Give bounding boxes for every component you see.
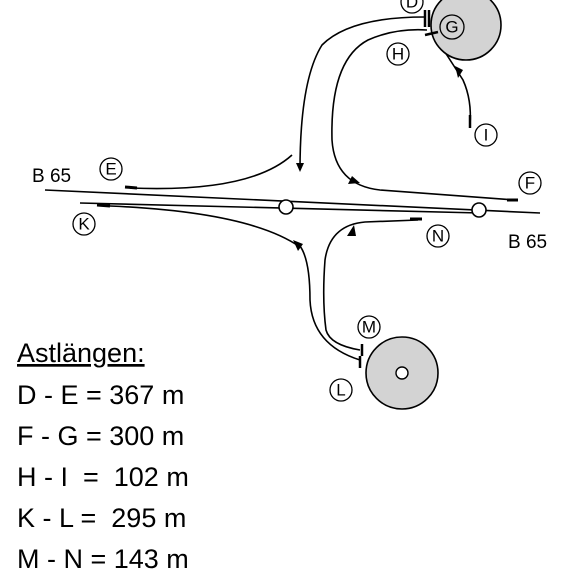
ramp-merge-upper-left [129, 154, 293, 190]
road-label-right: B 65 [508, 232, 547, 253]
legend-title: Astlängen: [17, 338, 145, 368]
ramp-merge-lower-left [109, 205, 301, 248]
svg-text:E: E [105, 160, 116, 179]
svg-text:I: I [484, 126, 489, 145]
point-e: E [99, 157, 123, 181]
legend-row-h-i: H - I = 102 m [17, 462, 189, 492]
point-h: H [386, 42, 410, 66]
parking-top [430, 0, 502, 61]
parking-bottom-center [395, 366, 409, 380]
point-k: K [72, 212, 96, 236]
legend-row-f-g: F - G = 300 m [17, 421, 184, 451]
svg-text:G: G [445, 18, 458, 37]
stop-bar-k [96, 203, 111, 208]
point-n: N [426, 224, 450, 248]
stop-bar-e [124, 185, 138, 190]
stop-bar-h [424, 30, 439, 37]
svg-text:L: L [336, 381, 345, 400]
roundabout-left [278, 199, 294, 215]
main-road-upper [44, 189, 541, 214]
point-f: F [518, 171, 542, 195]
legend-row-d-e: D - E = 367 m [17, 380, 184, 410]
svg-text:K: K [78, 215, 90, 234]
svg-text:H: H [392, 45, 404, 64]
arrow-f-g [348, 176, 360, 184]
road-label-left: B 65 [32, 166, 71, 187]
svg-text:F: F [525, 174, 535, 193]
arrow-m-n [347, 225, 356, 236]
svg-text:M: M [362, 318, 376, 337]
roundabout-right [471, 202, 487, 218]
point-l: L [329, 378, 353, 402]
ramp-m-n [322, 219, 419, 351]
point-g: G [439, 14, 465, 40]
ramp-f-g [331, 28, 516, 201]
legend-row-k-l: K - L = 295 m [17, 503, 186, 533]
arrow-d-e [296, 163, 304, 172]
ramp-k-l [299, 245, 361, 361]
arrow-k-l [293, 240, 303, 251]
svg-text:N: N [432, 227, 444, 246]
point-i: I [474, 123, 498, 147]
legend-row-m-n: M - N = 143 m [17, 544, 189, 574]
point-m: M [357, 315, 381, 339]
ramp-d-e [299, 16, 426, 171]
arrow-h-i [455, 66, 463, 78]
svg-text:D: D [406, 0, 418, 12]
point-d: D [400, 0, 424, 14]
